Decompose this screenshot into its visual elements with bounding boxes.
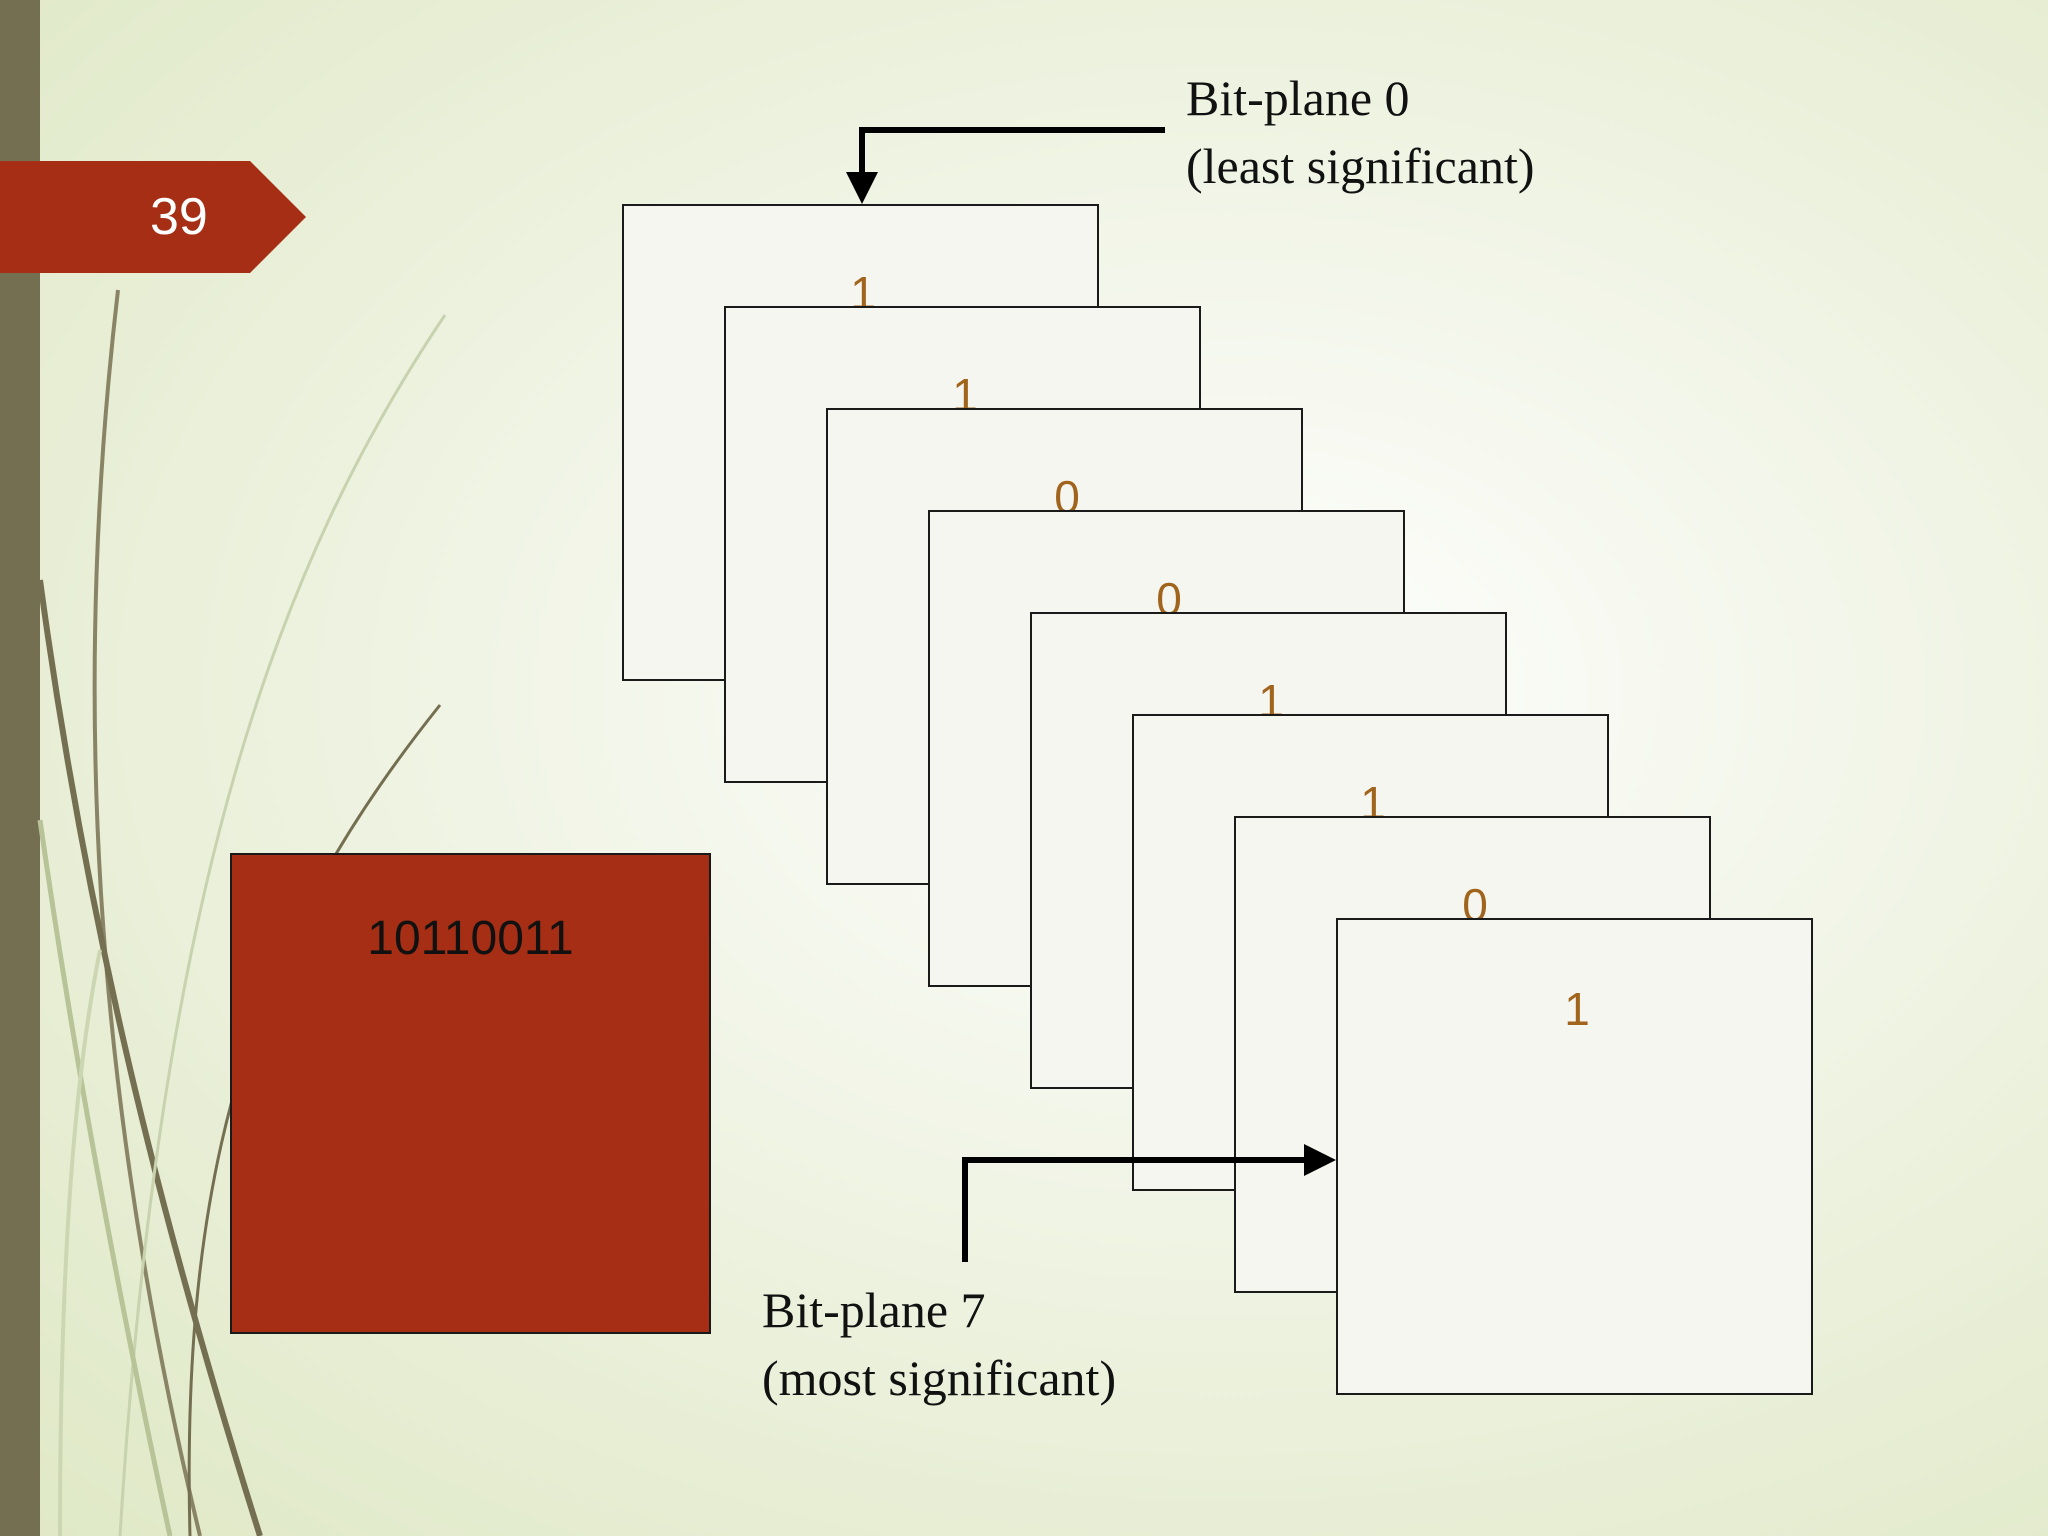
label-line: Bit-plane 0 (1186, 70, 1410, 126)
label-line: (least significant) (1186, 138, 1535, 194)
label-bit-plane-0: Bit-plane 0 (least significant) (1186, 64, 1535, 200)
bit-plane-7: 1 (1336, 918, 1813, 1395)
pixel-binary-value: 10110011 (367, 912, 574, 965)
pixel-box: 10110011 (230, 853, 711, 1334)
label-bit-plane-7: Bit-plane 7 (most significant) (762, 1276, 1116, 1412)
bit-value: 1 (1564, 983, 1590, 1035)
slide-number: 39 (150, 188, 208, 246)
slide-number-tab (0, 161, 306, 273)
label-line: (most significant) (762, 1350, 1117, 1406)
label-line: Bit-plane 7 (762, 1282, 986, 1338)
